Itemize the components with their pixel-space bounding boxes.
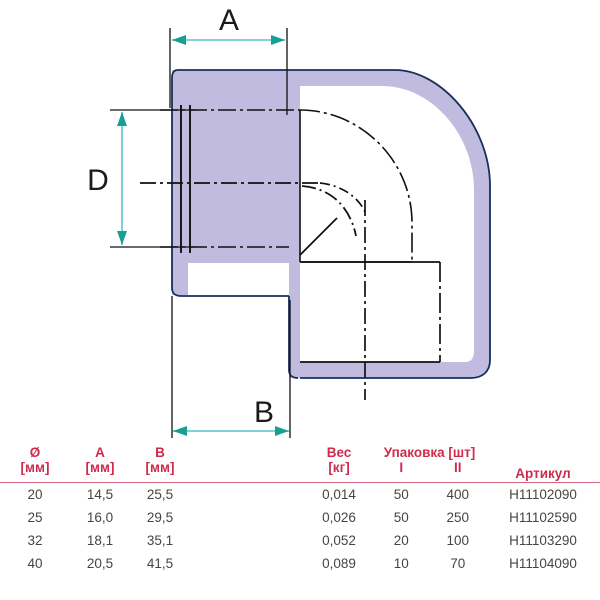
header-row-bottom: [мм] [мм] [мм] [кг] I II <box>0 460 600 481</box>
cell-b: 35,1 <box>146 533 174 549</box>
dimension-lines <box>117 35 289 436</box>
cell-weight: 0,052 <box>322 533 356 549</box>
outer-corner-top-left <box>171 69 179 79</box>
cell-diameter: 32 <box>27 533 43 549</box>
specification-table-container: Ø A B Вес Упаковка [шт] Артикул [мм] [мм… <box>0 440 600 600</box>
cell-spacer <box>190 507 305 530</box>
dim-arrow-b-right <box>275 426 289 436</box>
specification-table: Ø A B Вес Упаковка [шт] Артикул [мм] [мм… <box>0 440 600 576</box>
extension-lines <box>110 28 291 438</box>
header-diameter: Ø <box>29 444 41 460</box>
header-separator-row <box>0 481 600 484</box>
cell-article: H11102590 <box>509 510 577 526</box>
header-spacer-2 <box>190 460 305 481</box>
header-a-unit: [мм] <box>85 460 115 475</box>
header-article: Артикул <box>515 465 571 481</box>
cell-weight: 0,026 <box>322 510 356 526</box>
dim-label-b: B <box>254 396 274 429</box>
table-row: 32 18,1 35,1 0,052 20 100 H11103290 <box>0 530 600 553</box>
dim-arrow-d-bottom <box>117 231 127 245</box>
header-row-top: Ø A B Вес Упаковка [шт] Артикул <box>0 440 600 480</box>
cell-pack-1: 10 <box>393 556 409 572</box>
table-header: Ø A B Вес Упаковка [шт] Артикул [мм] [мм… <box>0 440 600 484</box>
dim-label-a: A <box>219 4 239 37</box>
cell-pack-2: 250 <box>446 510 470 526</box>
header-weight-unit: [кг] <box>328 460 350 475</box>
cell-pack-2: 400 <box>446 487 470 503</box>
left-socket-seat <box>180 105 191 253</box>
header-b-unit: [мм] <box>145 460 175 475</box>
cell-diameter: 20 <box>27 487 43 503</box>
cell-a: 16,0 <box>86 510 114 526</box>
header-diameter-unit: [мм] <box>20 460 50 475</box>
fitting-leg-fill <box>172 247 289 295</box>
header-pack-2: II <box>453 460 462 475</box>
table-row: 25 16,0 29,5 0,026 50 250 H11102590 <box>0 507 600 530</box>
cell-weight: 0,014 <box>322 487 356 503</box>
bottom-socket-box <box>300 261 441 363</box>
cell-pack-1: 50 <box>393 487 409 503</box>
dim-arrow-d-top <box>117 112 127 126</box>
header-spacer <box>190 440 305 460</box>
fitting-branch-wall-fill <box>289 247 300 378</box>
cell-diameter: 25 <box>27 510 43 526</box>
cell-a: 18,1 <box>86 533 114 549</box>
cell-pack-1: 50 <box>393 510 409 526</box>
dim-arrow-b-left <box>173 426 187 436</box>
fitting-left-socket-fill <box>172 70 300 110</box>
cell-b: 41,5 <box>146 556 174 572</box>
dim-arrow-a-left <box>172 35 186 45</box>
cell-weight: 0,089 <box>322 556 356 572</box>
fitting-bottom-band-fill <box>289 362 430 378</box>
cell-b: 25,5 <box>146 487 174 503</box>
header-packaging: Упаковка [шт] <box>383 444 476 460</box>
cell-b: 29,5 <box>146 510 174 526</box>
cell-spacer <box>190 553 305 576</box>
table-body: 20 14,5 25,5 0,014 50 400 H11102090 25 16,0 29,5 0… <box>0 484 600 576</box>
header-a: A <box>95 444 105 460</box>
cell-a: 20,5 <box>86 556 114 572</box>
cell-pack-2: 70 <box>450 556 466 572</box>
header-separator-cell <box>0 481 600 484</box>
dim-arrow-a-right <box>271 35 285 45</box>
elbow-inner-curve <box>299 109 413 262</box>
header-separator-line <box>0 481 600 484</box>
cell-spacer <box>190 484 305 507</box>
fitting-body <box>172 70 490 378</box>
cell-article: H11104090 <box>509 556 577 572</box>
table-row: 20 14,5 25,5 0,014 50 400 H11102090 <box>0 484 600 507</box>
header-weight: Вес <box>326 444 352 460</box>
dim-label-d: D <box>87 164 109 197</box>
cell-pack-2: 100 <box>446 533 470 549</box>
cell-spacer <box>190 530 305 553</box>
table-row: 40 20,5 41,5 0,089 10 70 H11104090 <box>0 553 600 576</box>
cell-diameter: 40 <box>27 556 43 572</box>
cell-pack-1: 20 <box>393 533 409 549</box>
cell-article: H11102090 <box>509 487 577 503</box>
header-b: B <box>155 444 165 460</box>
technical-drawing: A D B <box>87 4 491 438</box>
cell-article: H11103290 <box>509 533 577 549</box>
radius-indicator <box>299 185 357 256</box>
radius-leader-line <box>299 217 338 256</box>
outer-corner-bottom-left <box>171 287 289 297</box>
fitting-body-fill <box>172 70 490 378</box>
header-pack-1: I <box>399 460 404 475</box>
centerline-elbow-arc <box>319 182 366 213</box>
outer-silhouette-top-right <box>178 69 491 379</box>
branch-bottom-left-corner <box>288 369 299 379</box>
radius-arc <box>301 185 357 237</box>
centerlines <box>140 182 366 400</box>
elbow-fitting-drawing-svg: A D B <box>87 4 491 438</box>
cell-a: 14,5 <box>86 487 114 503</box>
